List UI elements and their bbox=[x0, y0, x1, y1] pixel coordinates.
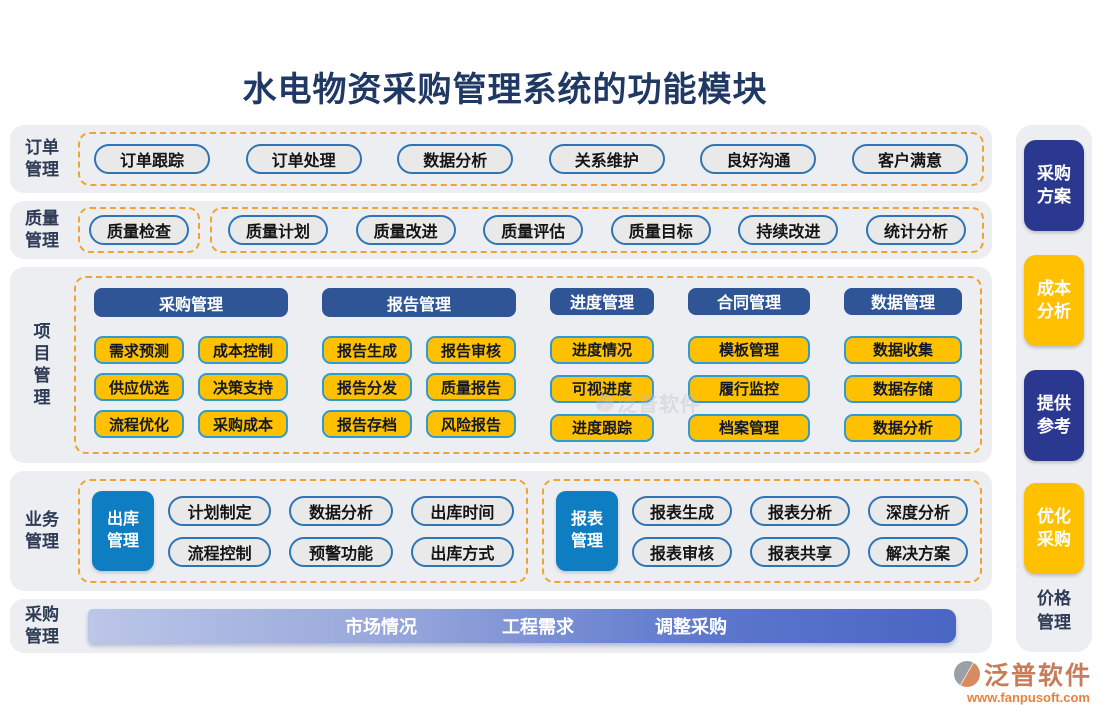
module-outbound-management: 出库管理 bbox=[92, 491, 154, 571]
module-statistical-analysis: 统计分析 bbox=[865, 215, 966, 245]
outbound-module-group: 出库管理 计划制定 数据分析 出库时间 流程控制 预警功能 出库方式 bbox=[78, 479, 528, 583]
module-quality-inspection: 质量检查 bbox=[88, 215, 189, 245]
module-project-demand: 工程需求 bbox=[502, 617, 574, 637]
module-quality-plan: 质量计划 bbox=[228, 215, 329, 245]
sidebar-item-procurement-plan: 采购方案 bbox=[1024, 140, 1084, 231]
module-visual-progress: 可视进度 bbox=[550, 374, 654, 403]
project-module-group: 采购管理 需求预测 成本控制 供应优选 决策支持 流程优化 采购成本 报告管理 … bbox=[74, 276, 982, 454]
quality-primary-group: 质量检查 bbox=[78, 207, 200, 253]
brand-name: 泛普软件 bbox=[983, 662, 1092, 690]
sidebar-item-price-management: 价格管理 bbox=[1037, 589, 1071, 632]
footer-brand: 泛普软件 www.fanpusoft.com bbox=[912, 656, 1092, 705]
module-outbound-time: 出库时间 bbox=[410, 495, 514, 526]
section-quality-label: 质量管理 bbox=[25, 208, 59, 250]
section-project-label: 项目管理 bbox=[33, 321, 51, 408]
module-report-form-analysis: 报表分析 bbox=[750, 495, 850, 526]
module-order-processing: 订单处理 bbox=[245, 144, 362, 174]
module-adjust-procurement: 调整采购 bbox=[655, 617, 727, 637]
col-header-data: 数据管理 bbox=[844, 288, 962, 315]
module-outbound-data-analysis: 数据分析 bbox=[289, 495, 393, 526]
module-customer-satisfaction: 客户满意 bbox=[851, 144, 968, 174]
module-quality-improvement: 质量改进 bbox=[355, 215, 456, 245]
module-report-form-generation: 报表生成 bbox=[632, 495, 732, 526]
section-order-management: 订单管理 订单跟踪 订单处理 数据分析 关系维护 良好沟通 客户满意 bbox=[10, 125, 992, 193]
module-procurement-cost: 采购成本 bbox=[198, 410, 288, 438]
module-process-control: 流程控制 bbox=[168, 536, 272, 567]
module-continuous-improvement: 持续改进 bbox=[738, 215, 839, 245]
project-col-progress: 进度管理 进度情况 可视进度 进度跟踪 bbox=[550, 288, 654, 443]
module-outbound-mode: 出库方式 bbox=[410, 536, 514, 567]
module-relation-maintenance: 关系维护 bbox=[548, 144, 665, 174]
project-col-data: 数据管理 数据收集 数据存储 数据分析 bbox=[844, 288, 962, 443]
module-process-optimization: 流程优化 bbox=[94, 410, 184, 438]
sidebar-outcomes: 采购方案 成本分析 提供参考 优化采购 价格管理 bbox=[1016, 125, 1092, 652]
project-col-contract: 合同管理 模板管理 履行监控 档案管理 bbox=[688, 288, 810, 443]
module-supplier-selection: 供应优选 bbox=[94, 373, 184, 401]
project-col-procurement: 采购管理 需求预测 成本控制 供应优选 决策支持 流程优化 采购成本 bbox=[94, 288, 288, 442]
module-warning-function: 预警功能 bbox=[289, 536, 393, 567]
module-progress-tracking: 进度跟踪 bbox=[550, 413, 654, 443]
section-procurement-management: 采购管理 市场情况 工程需求 调整采购 bbox=[10, 599, 992, 653]
module-plan-making: 计划制定 bbox=[168, 495, 272, 526]
section-quality-management: 质量管理 质量检查 质量计划 质量改进 质量评估 质量目标 持续改进 统计分析 bbox=[10, 201, 992, 259]
module-quality-report: 质量报告 bbox=[426, 373, 516, 401]
section-business-label: 业务管理 bbox=[25, 509, 59, 551]
module-data-analysis-2: 数据分析 bbox=[844, 413, 962, 443]
module-report-form-review: 报表审核 bbox=[632, 536, 732, 567]
section-business-management: 业务管理 出库管理 计划制定 数据分析 出库时间 流程控制 预警功能 出库方式 … bbox=[10, 471, 992, 591]
module-report-generation: 报告生成 bbox=[322, 336, 412, 364]
module-report-form-management: 报表管理 bbox=[556, 491, 618, 571]
sidebar-item-provide-reference: 提供参考 bbox=[1024, 370, 1084, 461]
module-quality-evaluation: 质量评估 bbox=[483, 215, 584, 245]
module-risk-report: 风险报告 bbox=[426, 410, 516, 438]
brand-url: www.fanpusoft.com bbox=[966, 690, 1090, 705]
col-header-contract: 合同管理 bbox=[688, 288, 810, 315]
module-good-communication: 良好沟通 bbox=[700, 144, 817, 174]
quality-module-group: 质量计划 质量改进 质量评估 质量目标 持续改进 统计分析 bbox=[210, 207, 984, 253]
section-order-label: 订单管理 bbox=[25, 137, 59, 179]
module-solution: 解决方案 bbox=[868, 536, 968, 567]
page-title: 水电物资采购管理系统的功能模块 bbox=[242, 71, 768, 109]
module-data-collection: 数据收集 bbox=[844, 335, 962, 364]
module-decision-support: 决策支持 bbox=[198, 373, 288, 401]
module-data-storage: 数据存储 bbox=[844, 374, 962, 403]
order-module-group: 订单跟踪 订单处理 数据分析 关系维护 良好沟通 客户满意 bbox=[78, 132, 984, 186]
procurement-gradient-bar: 市场情况 工程需求 调整采购 bbox=[88, 609, 956, 643]
sidebar-item-optimize-procurement: 优化采购 bbox=[1024, 483, 1084, 574]
module-data-analysis: 数据分析 bbox=[397, 144, 514, 174]
section-procurement-label: 采购管理 bbox=[25, 604, 59, 646]
module-progress-status: 进度情况 bbox=[550, 335, 654, 364]
fanpu-logo-icon bbox=[953, 661, 980, 687]
module-quality-target: 质量目标 bbox=[610, 215, 711, 245]
module-report-distribution: 报告分发 bbox=[322, 373, 412, 401]
col-header-report: 报告管理 bbox=[322, 288, 516, 317]
module-demand-forecast: 需求预测 bbox=[94, 336, 184, 364]
module-archive-management: 档案管理 bbox=[688, 413, 810, 443]
col-header-procurement: 采购管理 bbox=[94, 288, 288, 317]
module-report-archive: 报告存档 bbox=[322, 410, 412, 438]
col-header-progress: 进度管理 bbox=[550, 288, 654, 315]
module-market-situation: 市场情况 bbox=[345, 617, 417, 637]
module-report-form-sharing: 报表共享 bbox=[750, 536, 850, 567]
module-performance-monitoring: 履行监控 bbox=[688, 374, 810, 403]
module-deep-analysis: 深度分析 bbox=[868, 495, 968, 526]
section-project-management: 项目管理 采购管理 需求预测 成本控制 供应优选 决策支持 流程优化 采购成本 … bbox=[10, 267, 992, 463]
module-template-management: 模板管理 bbox=[688, 335, 810, 364]
module-report-review: 报告审核 bbox=[426, 336, 516, 364]
sidebar-item-cost-analysis: 成本分析 bbox=[1024, 255, 1084, 346]
module-cost-control: 成本控制 bbox=[198, 336, 288, 364]
module-order-tracking: 订单跟踪 bbox=[94, 144, 211, 174]
report-form-module-group: 报表管理 报表生成 报表分析 深度分析 报表审核 报表共享 解决方案 bbox=[542, 479, 982, 583]
project-col-report: 报告管理 报告生成 报告审核 报告分发 质量报告 报告存档 风险报告 bbox=[322, 288, 516, 442]
